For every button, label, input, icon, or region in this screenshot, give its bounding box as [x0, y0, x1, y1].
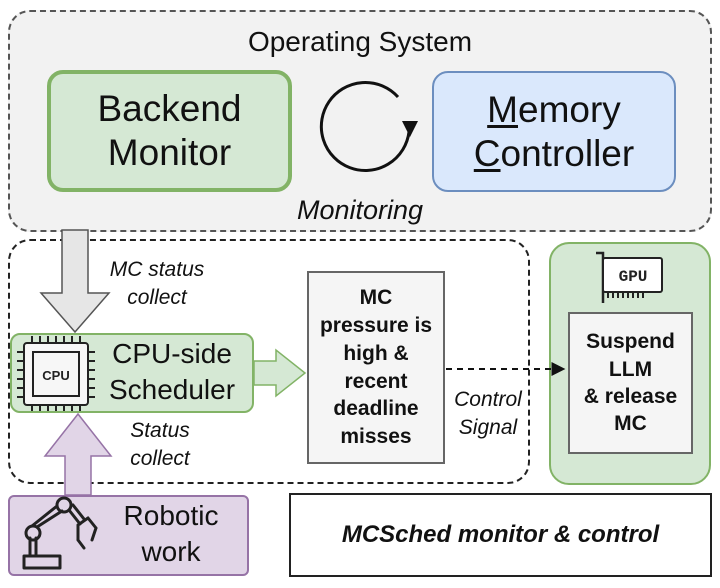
robotic-work-line1: Robotic [123, 500, 219, 531]
mc-status-line2: collect [127, 285, 187, 309]
suspend-action-line1: Suspend [586, 330, 675, 354]
robotic-work-label: Robotic work [96, 498, 246, 571]
mc-status-collect-label: MC status collect [92, 256, 222, 311]
condition-line3: high & [343, 341, 409, 365]
backend-monitor-line1: Backend [97, 88, 242, 130]
gpu-card-icon: GPU [596, 251, 663, 303]
memory-controller-line2: Controller [474, 132, 634, 176]
memory-controller-initial-c: C [473, 132, 501, 174]
backend-monitor-box: Backend Monitor [47, 70, 292, 192]
status-collect-line2: collect [130, 446, 190, 470]
cpu-scheduler-line2: Scheduler [108, 374, 236, 406]
status-collect-line1: Status [130, 419, 190, 442]
condition-line6: misses [340, 424, 412, 448]
suspend-action-line4: MC [614, 412, 647, 436]
status-collect-arrow [43, 412, 113, 496]
condition-line2: pressure is [319, 314, 433, 338]
memory-controller-line2-rest: ontroller [500, 132, 635, 174]
suspend-action-line2: LLM [608, 357, 653, 381]
robotic-arm-icon [22, 496, 98, 570]
memory-controller-line1: Memory [474, 88, 634, 132]
condition-box: MC pressure is high & recent deadline mi… [307, 271, 445, 464]
suspend-action-box: Suspend LLM & release MC [568, 312, 693, 454]
memory-controller-box: Memory Controller [432, 71, 676, 192]
legend-text: MCSched monitor & control [341, 521, 660, 548]
operating-system-title: Operating System [247, 26, 473, 57]
cpu-chip-icon: CPU [17, 336, 95, 411]
gpu-chip-text: GPU [619, 268, 648, 286]
memory-controller-line1-rest: emory [518, 88, 621, 130]
control-signal-line1: Control [454, 388, 522, 411]
memory-controller-initial-m: M [487, 88, 518, 130]
cpu-chip-text: CPU [42, 368, 69, 383]
mc-status-line1: MC status [109, 258, 205, 281]
condition-line1: MC [359, 286, 393, 310]
control-signal-line2: Signal [458, 415, 518, 439]
condition-line4: recent [344, 369, 408, 393]
robotic-work-box [8, 495, 249, 576]
cpu-scheduler-label: CPU-side Scheduler [92, 336, 252, 409]
condition-line5: deadline [333, 397, 419, 421]
mc-status-arrow [39, 229, 111, 334]
monitoring-cycle-icon [319, 81, 418, 172]
control-signal-label: Control Signal [444, 386, 532, 441]
robotic-work-line2: work [141, 536, 201, 568]
cpu-scheduler-line1: CPU-side [112, 338, 232, 369]
legend-box: MCSched monitor & control [289, 493, 712, 577]
suspend-action-line3: & release [583, 385, 678, 408]
scheduler-to-condition-arrow [253, 348, 307, 398]
backend-monitor-line2: Monitor [107, 132, 232, 173]
monitoring-label: Monitoring [296, 195, 424, 225]
scheduler-region [8, 239, 530, 484]
status-collect-label: Status collect [110, 417, 210, 472]
